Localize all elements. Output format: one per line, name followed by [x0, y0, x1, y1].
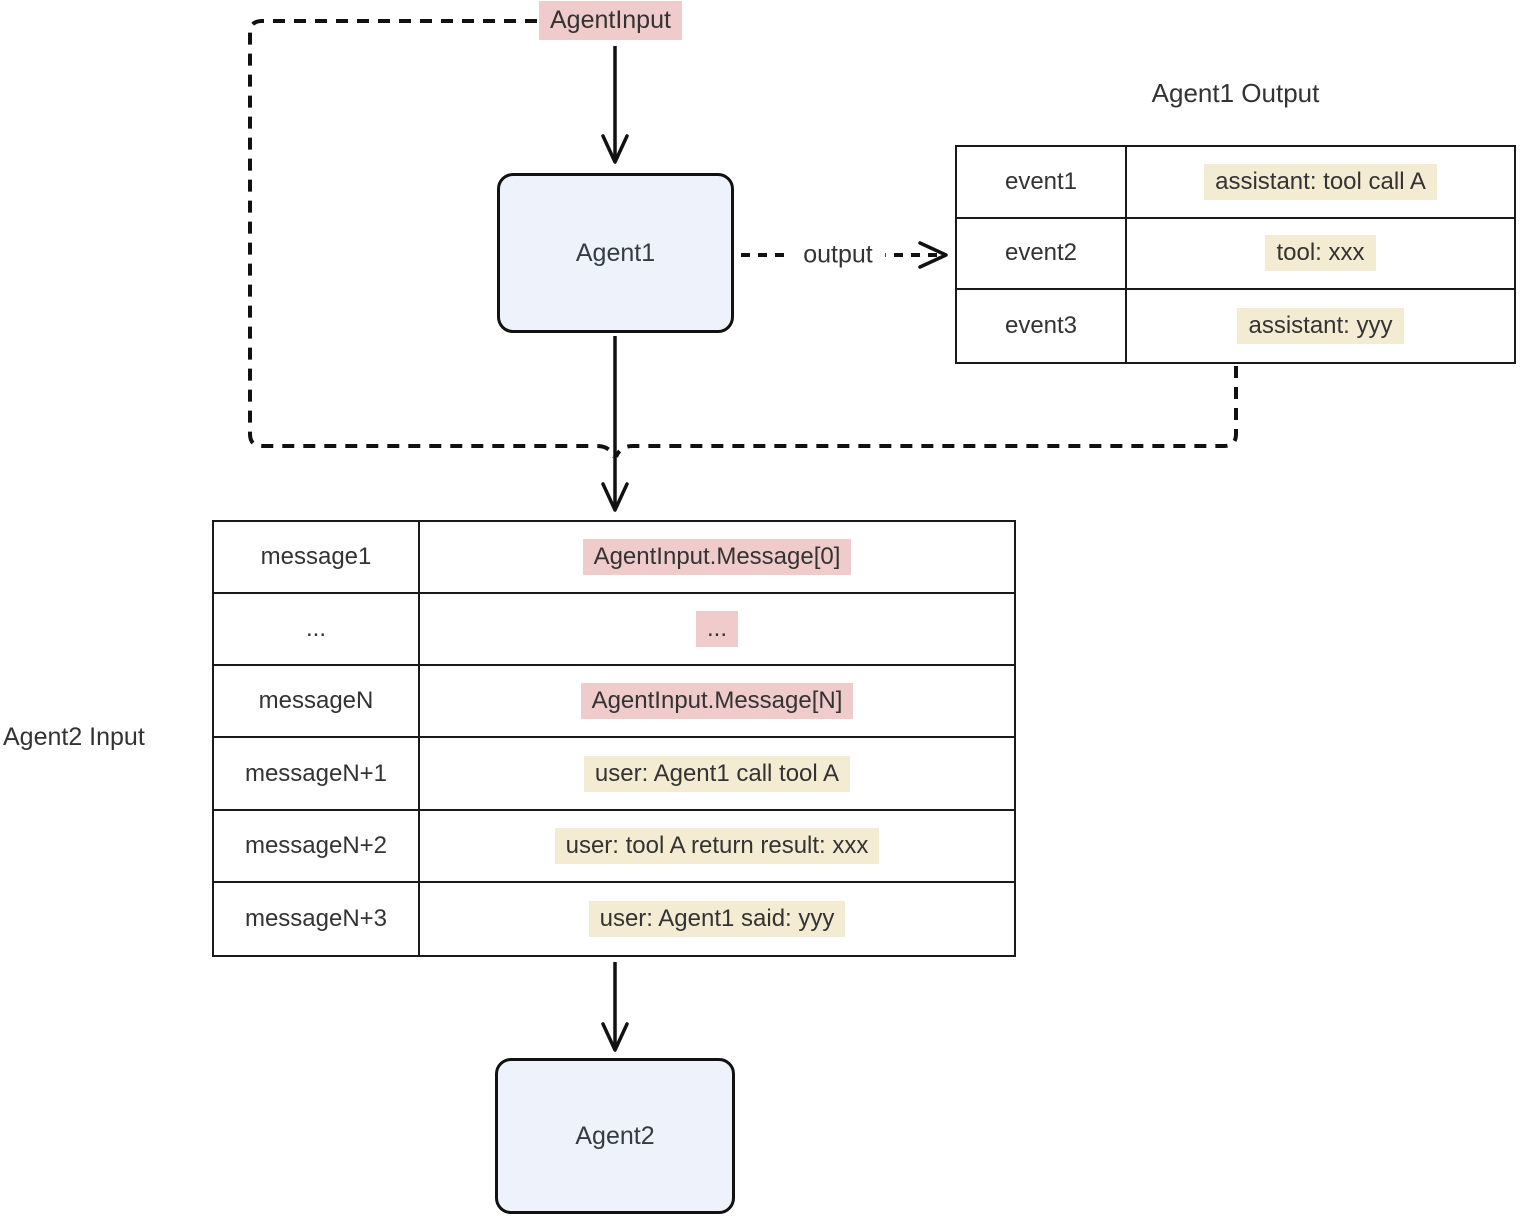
table-row: messageN+2 user: tool A return result: x…	[214, 810, 1014, 883]
row-key: event1	[957, 147, 1127, 217]
row-key: event2	[957, 218, 1127, 289]
agent1-output-table: event1 assistant: tool call A event2 too…	[955, 145, 1516, 364]
table-row: event3 assistant: yyy	[957, 290, 1514, 362]
row-value-highlight: assistant: yyy	[1237, 308, 1404, 345]
table-row: event1 assistant: tool call A	[957, 147, 1514, 219]
row-value: tool: xxx	[1127, 219, 1514, 289]
agent2-input-table: message1 AgentInput.Message[0] ... ... m…	[212, 520, 1016, 957]
row-key: messageN+2	[214, 810, 420, 881]
table-row: event2 tool: xxx	[957, 218, 1514, 291]
agent2-input-title: Agent2 Input	[3, 723, 145, 751]
table-row: messageN+1 user: Agent1 call tool A	[214, 738, 1014, 811]
agent2-node-label: Agent2	[575, 1121, 655, 1150]
table-row: message1 AgentInput.Message[0]	[214, 522, 1014, 595]
agent1-output-title: Agent1 Output	[1151, 78, 1320, 108]
row-value: user: Agent1 call tool A	[420, 738, 1014, 808]
row-value-highlight: user: Agent1 said: yyy	[588, 900, 846, 937]
row-key: messageN+1	[214, 738, 420, 809]
output-edge-label: output	[791, 238, 885, 272]
row-value-highlight: AgentInput.Message[0]	[582, 539, 852, 576]
row-value: ...	[420, 594, 1014, 664]
row-value-highlight: AgentInput.Message[N]	[580, 683, 854, 720]
row-key: event3	[957, 290, 1127, 362]
row-value-highlight: tool: xxx	[1265, 235, 1376, 272]
table-row: messageN AgentInput.Message[N]	[214, 666, 1014, 739]
row-key: ...	[214, 594, 420, 665]
dashed-branch-agent1-output	[614, 366, 1238, 458]
agent2-node: Agent2	[495, 1058, 735, 1214]
row-value: assistant: tool call A	[1127, 147, 1514, 217]
row-key: messageN	[214, 666, 420, 737]
row-value-highlight: assistant: tool call A	[1204, 163, 1437, 200]
row-key: messageN+3	[214, 882, 420, 955]
row-value-highlight: user: Agent1 call tool A	[583, 755, 851, 792]
row-value: assistant: yyy	[1127, 290, 1514, 362]
agent1-node-label: Agent1	[575, 238, 656, 267]
row-key: message1	[214, 522, 420, 593]
table-row: ... ...	[214, 594, 1014, 667]
dashed-loop-agentinput	[248, 19, 616, 458]
agentinput-label: AgentInput	[539, 1, 682, 40]
row-value: user: tool A return result: xxx	[420, 811, 1014, 881]
row-value: user: Agent1 said: yyy	[420, 883, 1014, 955]
row-value: AgentInput.Message[N]	[420, 666, 1014, 736]
row-value: AgentInput.Message[0]	[420, 522, 1014, 592]
row-value-highlight: ...	[695, 611, 738, 648]
agent1-node: Agent1	[497, 173, 734, 333]
row-value-highlight: user: tool A return result: xxx	[554, 827, 880, 864]
table-row: messageN+3 user: Agent1 said: yyy	[214, 882, 1014, 955]
